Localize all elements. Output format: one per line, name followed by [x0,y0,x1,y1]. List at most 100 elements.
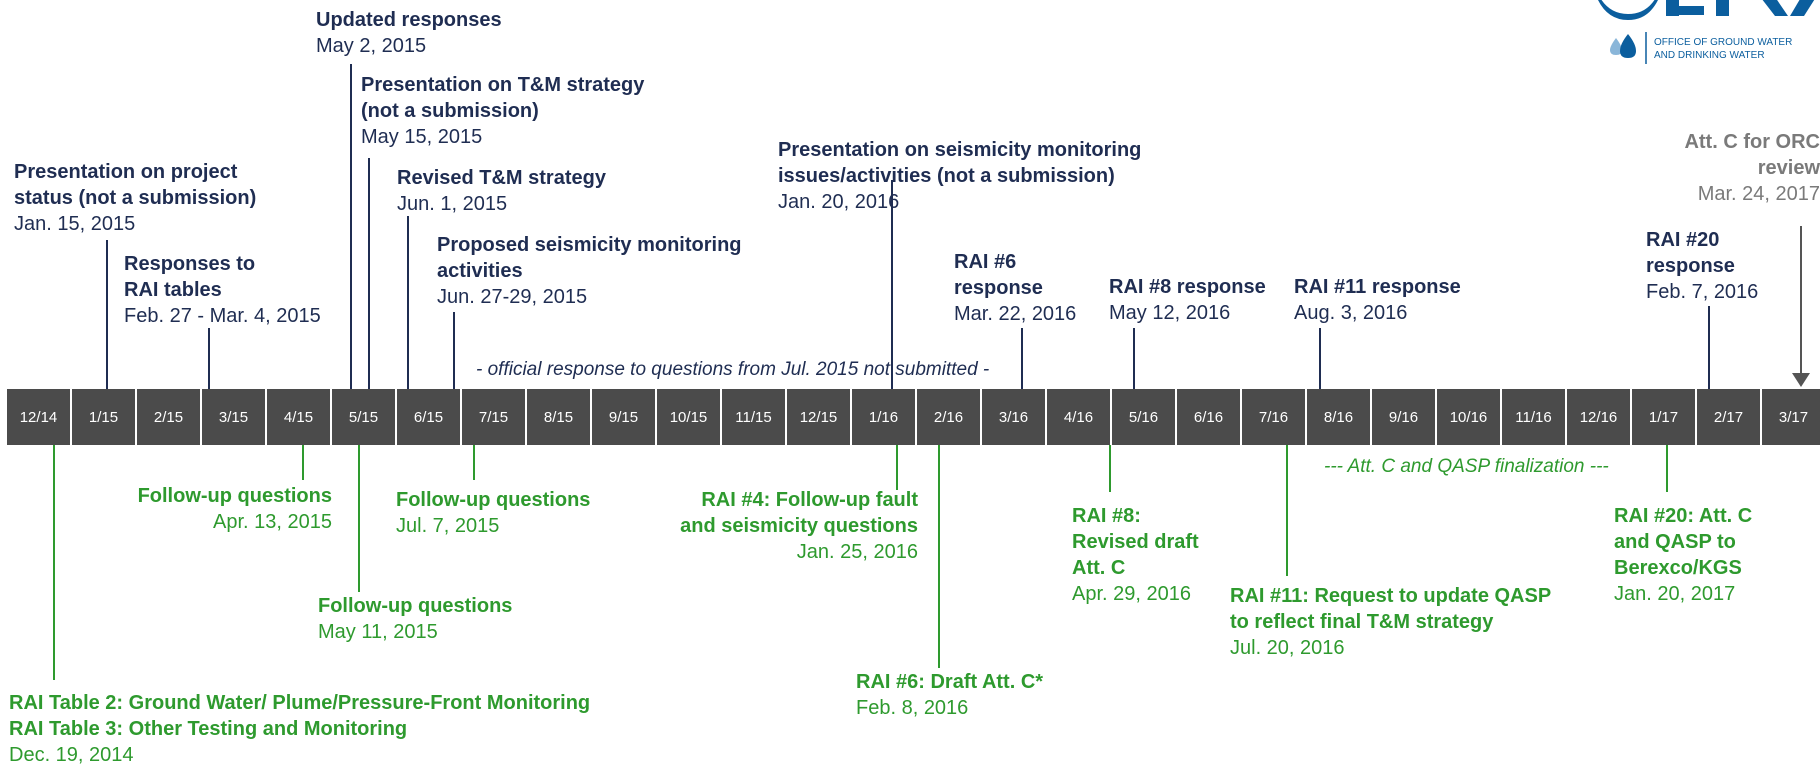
event-date: Jun. 1, 2015 [397,193,508,215]
event-date: Mar. 22, 2016 [954,303,1077,325]
tick-7-15: 7/15 [462,389,527,445]
tick-3-16: 3/16 [982,389,1047,445]
arrow-head-icon [1792,373,1810,387]
tick-5-15: 5/15 [332,389,397,445]
event-date: Jul. 7, 2015 [396,515,500,537]
event-title-line: response [954,277,1043,299]
event-title-line: activities [437,260,523,282]
event-title-line: (not a submission) [361,100,539,122]
tick-4-16: 4/16 [1047,389,1112,445]
connector-revised-tm [407,216,409,389]
tick-12-14: 12/14 [7,389,72,445]
event-title-line: to reflect final T&M strategy [1230,611,1494,633]
tick-9-16: 9/16 [1372,389,1437,445]
event-title-line: Revised draft [1072,531,1199,553]
note-official-response: - official response to questions from Ju… [476,359,990,380]
event-date: Mar. 24, 2017 [1697,183,1820,205]
event-title-line: RAI #11 response [1294,276,1461,298]
event-date: Apr. 13, 2015 [213,511,332,533]
event-title-line: RAI #6: Draft Att. C* [856,671,1044,693]
connector-rai6-draft [938,445,940,668]
event-title-line: and seismicity questions [680,515,918,537]
connector-proposed-seismicity [453,312,455,389]
event-title-line: Presentation on T&M strategy [361,74,645,96]
event-title-line: RAI Table 2: Ground Water/ Plume/Pressur… [9,692,591,714]
connector-rai20-att-c [1666,445,1668,492]
connector-rai4 [896,445,898,490]
tick-6-16: 6/16 [1177,389,1242,445]
event-title-line: RAI #8: [1072,505,1141,527]
tick-9-15: 9/15 [592,389,657,445]
tick-11-16: 11/16 [1502,389,1567,445]
tick-12-16: 12/16 [1567,389,1632,445]
logo-text-2: AND DRINKING WATER [1654,50,1765,61]
tick-10-15: 10/15 [657,389,722,445]
event-title-line: Follow-up questions [396,489,591,511]
tick-12-15: 12/15 [787,389,852,445]
connector-seismicity-presentation [891,180,893,389]
event-title-line: Proposed seismicity monitoring [437,234,742,256]
connector-followup-jul [473,445,475,480]
event-title-line: RAI #6 [954,251,1017,273]
event-title-line: Updated responses [316,9,502,31]
tick-6-15: 6/15 [397,389,462,445]
event-title-line: RAI #11: Request to update QASP [1230,585,1552,607]
event-date: Jun. 27-29, 2015 [437,286,588,308]
connector-rai11-response [1319,328,1321,389]
tick-2-16: 2/16 [917,389,982,445]
event-rai11-request: RAI #11: Request to update QASP to reflec… [1230,586,1551,658]
event-rai-tables-2-3: RAI Table 2: Ground Water/ Plume/Pressur… [9,693,590,765]
event-date: May 12, 2016 [1109,302,1231,324]
event-date: Feb. 7, 2016 [1646,281,1759,303]
logo-text-1: OFFICE OF GROUND WATER [1654,37,1792,48]
event-title-line: Att. C for ORC [1684,131,1820,153]
tick-2-15: 2/15 [137,389,202,445]
event-title-line: status (not a submission) [14,187,257,209]
event-title-line: Responses to [124,253,256,275]
connector-updated-responses [350,64,352,389]
event-title-line: RAI #20: Att. C [1614,505,1753,527]
tick-10-16: 10/16 [1437,389,1502,445]
event-date: May 2, 2015 [316,35,427,57]
event-date: Dec. 19, 2014 [9,744,134,766]
event-title-line: RAI #8 response [1109,276,1266,298]
event-date: Apr. 29, 2016 [1072,583,1191,605]
connector-tm-presentation [368,158,370,389]
event-title-line: issues/activities (not a submission) [778,165,1115,187]
event-title-line: RAI tables [124,279,222,301]
event-date: Feb. 27 - Mar. 4, 2015 [124,305,321,327]
event-title-line: Follow-up questions [318,595,513,617]
event-title-line: review [1757,157,1820,179]
event-title-line: RAI Table 3: Other Testing and Monitorin… [9,718,408,740]
connector-followup-apr [302,445,304,480]
tick-3-17: 3/17 [1762,389,1820,445]
tick-8-15: 8/15 [527,389,592,445]
tick-5-16: 5/16 [1112,389,1177,445]
note-att-c-finalization: --- Att. C and QASP finalization --- [1324,456,1609,477]
event-date: Jul. 20, 2016 [1230,637,1345,659]
event-title-line: Revised T&M strategy [397,167,606,189]
event-tm-presentation: Presentation on T&M strategy (not a submi… [361,75,644,147]
tick-4-15: 4/15 [267,389,332,445]
tick-1-17: 1/17 [1632,389,1697,445]
event-date: May 15, 2015 [361,126,483,148]
event-title-line: Berexco/KGS [1614,557,1742,579]
epa-logo: OFFICE OF GROUND WATER AND DRINKING WATE… [1598,0,1815,64]
event-proposed-seismicity: Proposed seismicity monitoring activities… [437,235,742,307]
event-date: May 11, 2015 [318,621,438,643]
event-date: Aug. 3, 2016 [1294,302,1408,324]
tick-7-16: 7/16 [1242,389,1307,445]
